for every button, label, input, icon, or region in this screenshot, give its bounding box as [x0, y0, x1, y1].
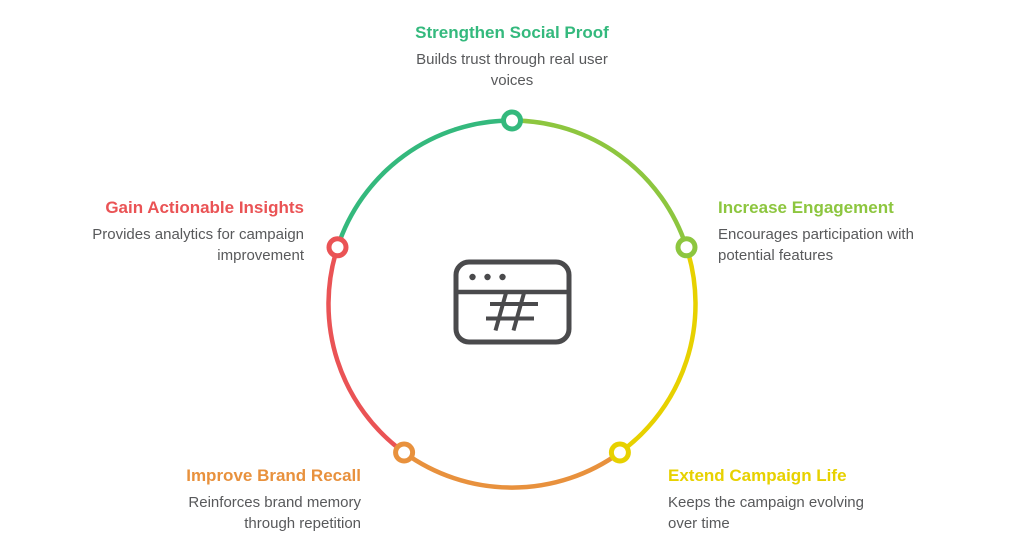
- ring-nodes: [326, 109, 698, 464]
- ring-arcs: [326, 118, 698, 490]
- item-title: Improve Brand Recall: [186, 466, 361, 485]
- item-description: Builds trust through real user voices: [416, 51, 608, 89]
- hash-right-stroke: [511, 292, 526, 332]
- item-description: Keeps the campaign evolving over time: [668, 494, 864, 532]
- label-block-strengthen-social-proof: Strengthen Social Proof Builds trust thr…: [352, 22, 672, 91]
- arc-upper-left: [335, 118, 513, 248]
- browser-window-hashtag-icon: [453, 259, 572, 345]
- item-title: Extend Campaign Life: [668, 466, 847, 485]
- item-title: Strengthen Social Proof: [415, 23, 609, 42]
- arc-upper-right: [511, 118, 689, 248]
- browser-window-outline: [453, 259, 572, 345]
- label-block-increase-engagement: Increase Engagement Encourages participa…: [718, 197, 950, 266]
- label-block-extend-campaign-life: Extend Campaign Life Keeps the campaign …: [668, 465, 886, 534]
- titlebar-dot: [469, 273, 476, 281]
- item-description: Reinforces brand memory through repetiti…: [188, 494, 361, 532]
- arc-lower-right: [618, 246, 698, 455]
- item-title: Increase Engagement: [718, 198, 894, 217]
- hash-left-stroke: [493, 292, 508, 332]
- node-bottom-right: [608, 441, 631, 464]
- browser-titlebar-dots: [469, 273, 506, 281]
- item-description: Encourages participation with potential …: [718, 226, 914, 264]
- arc-bottom: [402, 450, 622, 490]
- label-block-gain-actionable-insights: Gain Actionable Insights Provides analyt…: [79, 197, 304, 266]
- node-left: [326, 236, 349, 259]
- arc-lower-left: [326, 246, 406, 455]
- label-block-improve-brand-recall: Improve Brand Recall Reinforces brand me…: [136, 465, 361, 534]
- node-top: [501, 109, 523, 132]
- hashtag-glyph: [486, 292, 538, 332]
- item-title: Gain Actionable Insights: [105, 198, 304, 217]
- titlebar-dot: [484, 273, 491, 281]
- item-description: Provides analytics for campaign improvem…: [92, 226, 304, 264]
- node-right: [675, 236, 698, 259]
- titlebar-dot: [499, 273, 506, 281]
- node-bottom-left: [393, 441, 416, 464]
